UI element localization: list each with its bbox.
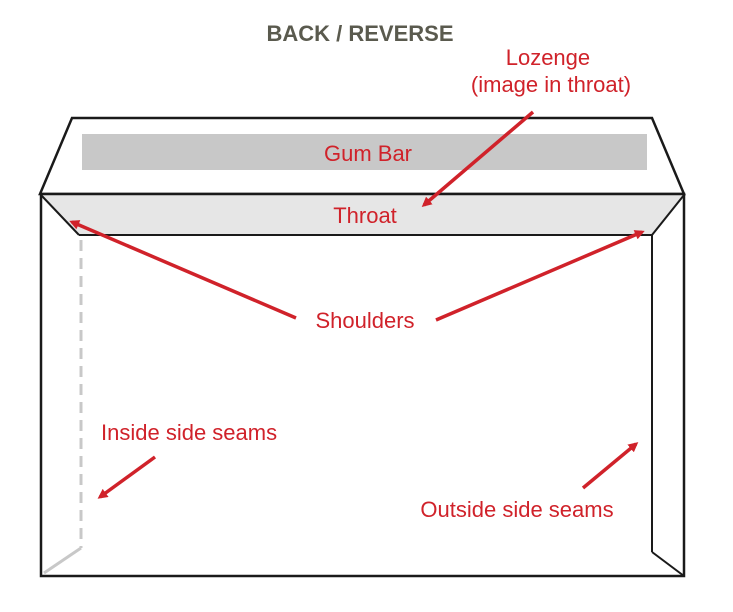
outside-side-seam-corner [651,551,685,577]
lozenge-label: Lozenge (image in throat) [471,45,631,97]
diagram-title: BACK / REVERSE [266,21,453,46]
gum-bar [82,134,647,170]
inside-side-seam-corner [43,546,82,575]
lozenge-arrow [421,110,535,207]
gum-bar-label: Gum Bar [324,141,412,166]
lozenge-label-line1: Lozenge [506,45,590,70]
shoulders-label: Shoulders [315,308,414,333]
inside-side-seams-arrow [97,455,157,499]
lozenge-label-line2: (image in throat) [471,72,631,97]
envelope-body [39,192,686,578]
inside-side-seams-label: Inside side seams [101,420,277,445]
outside-side-seams-arrow [581,442,639,490]
shoulders-arrow-left [69,220,297,320]
throat-label: Throat [333,203,397,228]
right-shoulder-edge [651,194,685,236]
shoulders-arrow-right [435,230,645,322]
outside-side-seams-label: Outside side seams [420,497,613,522]
envelope-throat [41,195,683,235]
